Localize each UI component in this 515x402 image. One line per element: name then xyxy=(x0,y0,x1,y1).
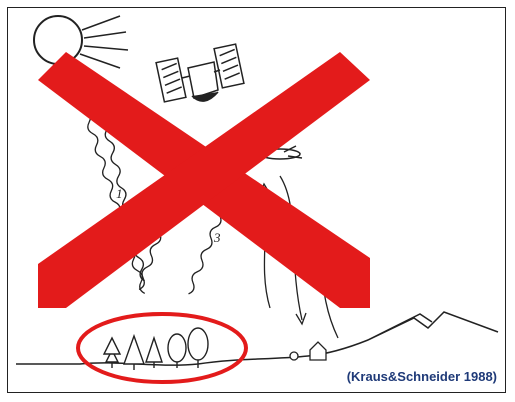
satellite-icon xyxy=(155,43,245,103)
tree-icon xyxy=(102,327,209,370)
terrain xyxy=(16,311,499,366)
red-cross-overlay xyxy=(38,52,370,308)
building-icon xyxy=(289,341,327,361)
citation: (Kraus&Schneider 1988) xyxy=(346,369,497,384)
path-1-incoming xyxy=(77,87,146,295)
remote-sensing-illustration: 1 3 xyxy=(16,15,499,384)
path-3 xyxy=(188,215,222,295)
figure-frame: 1 3 xyxy=(7,7,506,393)
path-label-1: 1 xyxy=(116,186,123,201)
highlight-ellipse xyxy=(76,312,248,384)
sun-icon xyxy=(33,15,129,89)
path-label-3: 3 xyxy=(213,230,221,245)
